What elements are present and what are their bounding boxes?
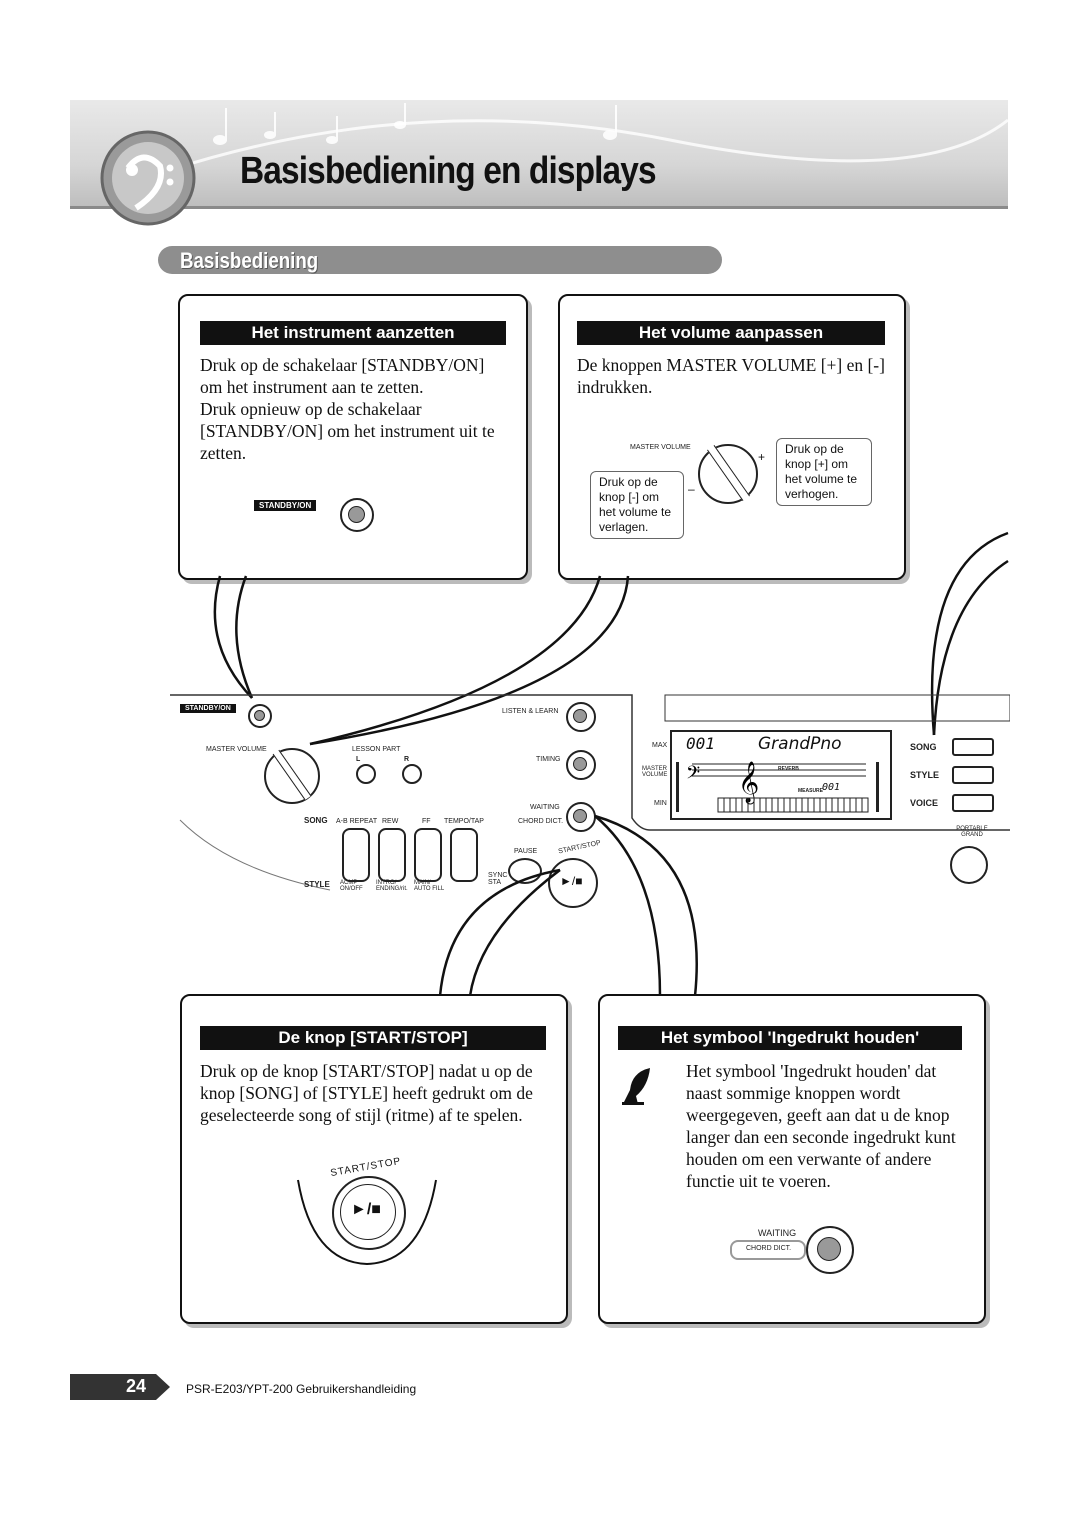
note-volume-up: Druk op de knop [+] om het volume te ver… <box>776 438 872 506</box>
timing-button[interactable] <box>566 750 596 780</box>
lcd-reverb: REVERB <box>778 766 799 772</box>
lesson-r-button[interactable] <box>402 764 422 784</box>
lesson-l-label: L <box>356 756 361 763</box>
tempo-tap-label: TEMPO/TAP <box>444 818 484 825</box>
timing-label: TIMING <box>536 756 561 763</box>
chord-dict-label: CHORD DICT. <box>518 818 564 825</box>
ff-button[interactable] <box>414 828 442 882</box>
standby-label: STANDBY/ON <box>254 500 317 511</box>
panel-style-label: STYLE <box>304 880 330 889</box>
panel-style-button-label: STYLE <box>910 770 940 780</box>
lcd-measure: MEASURE <box>798 788 824 794</box>
section-title: Basisbediening <box>180 248 319 273</box>
waiting-button[interactable] <box>566 802 596 832</box>
hold-waiting-label: WAITING <box>758 1228 797 1238</box>
note-volume-down: Druk op de knop [-] om het volume te ver… <box>590 471 684 539</box>
portable-grand-label: PORTABLE GRAND <box>956 826 988 838</box>
callout-start-stop-text: Druk op de knop [START/STOP] nadat u op … <box>200 1061 533 1125</box>
header-rule <box>70 206 1008 209</box>
acmp-label: ACMP ON/OFF <box>340 880 363 892</box>
lesson-r-label: R <box>404 756 410 763</box>
callout-volume-heading: Het volume aanpassen <box>577 321 885 345</box>
ab-repeat-button[interactable] <box>342 828 370 882</box>
callout-power-text-1: Druk op de schakelaar [STANDBY/ON] om he… <box>200 355 485 397</box>
panel-voice-button-label: VOICE <box>910 798 939 808</box>
lesson-l-button[interactable] <box>356 764 376 784</box>
page-number: 24 <box>126 1376 147 1396</box>
lcd-min-label: MIN <box>654 800 667 807</box>
callout-hold-heading: Het symbool 'Ingedrukt houden' <box>618 1026 962 1050</box>
footer-arrow <box>156 1374 170 1400</box>
svg-text:𝄞: 𝄞 <box>738 761 759 804</box>
footer-manual-title: PSR-E203/YPT-200 Gebruikershandleiding <box>186 1382 417 1396</box>
callout-power-heading: Het instrument aanzetten <box>200 321 506 345</box>
lcd-voice-name: GrandPno <box>758 734 842 754</box>
callout-power: Het instrument aanzetten Druk op de scha… <box>178 294 528 580</box>
hold-symbol-icon <box>622 1068 650 1105</box>
main-autofill-label: MAIN/ AUTO FILL <box>414 880 445 892</box>
section-bar <box>158 246 722 274</box>
listen-learn-button[interactable] <box>566 702 596 732</box>
rew-button[interactable] <box>378 828 406 882</box>
callout-bottom-pointers <box>438 814 698 997</box>
panel-start-stop-button[interactable]: ►/■ <box>548 858 598 908</box>
sync-start-label: SYNC STA <box>488 872 508 886</box>
callout-start-stop-heading: De knop [START/STOP] <box>200 1026 546 1050</box>
intro-ending-label: INTRO/ ENDING/rit. <box>376 880 408 892</box>
hold-chord-dict-label: CHORD DICT. <box>746 1245 792 1252</box>
volume-minus-sign: – <box>688 482 695 496</box>
start-stop-button[interactable]: ►/■ <box>332 1176 406 1250</box>
music-notes-decoration <box>169 103 1008 172</box>
panel-song-button-label: SONG <box>910 742 937 752</box>
page-title: Basisbediening en displays <box>240 150 657 192</box>
lcd-number: 001 <box>686 734 715 753</box>
lcd-measure-number: 001 <box>822 782 841 793</box>
listen-learn-label: LISTEN & LEARN <box>502 708 559 715</box>
waiting-label: WAITING <box>530 804 560 811</box>
panel-master-volume-knob[interactable] <box>264 748 320 804</box>
callout-volume: Het volume aanpassen De knoppen MASTER V… <box>558 294 906 580</box>
callout-hold-text: Het symbool 'Ingedrukt houden' dat naast… <box>686 1061 956 1191</box>
panel-standby-label: STANDBY/ON <box>180 704 236 713</box>
callout-hold-symbol: Het symbool 'Ingedrukt houden' Het symbo… <box>598 994 986 1324</box>
standby-button[interactable] <box>340 498 374 532</box>
callout-volume-text: De knoppen MASTER VOLUME [+] en [-] indr… <box>577 355 885 397</box>
svg-text:𝄢: 𝄢 <box>686 763 700 788</box>
panel-master-volume-label: MASTER VOLUME <box>206 746 267 753</box>
portable-grand-button[interactable] <box>950 846 988 884</box>
pause-label: PAUSE <box>514 848 538 855</box>
lcd-volume-label: MASTER VOLUME <box>642 766 668 778</box>
rew-label: REW <box>382 818 399 825</box>
lcd-max-label: MAX <box>652 742 668 749</box>
panel-song-button[interactable] <box>952 738 994 756</box>
panel-song-label: SONG <box>304 816 328 825</box>
lesson-part-label: LESSON PART <box>352 746 401 753</box>
panel-voice-button[interactable] <box>952 794 994 812</box>
ab-repeat-label: A-B REPEAT <box>336 818 378 825</box>
panel-standby-button[interactable] <box>248 704 272 728</box>
master-volume-knob[interactable] <box>698 444 758 504</box>
lcd-display: 001 GrandPno REVERB MEASURE 001 𝄢 𝄞 <box>670 730 892 820</box>
panel-style-button[interactable] <box>952 766 994 784</box>
hold-chord-dict-frame: CHORD DICT. <box>730 1240 806 1260</box>
callout-power-text-2: Druk opnieuw op de schakelaar [STANDBY/O… <box>200 399 495 463</box>
callout-power-pointer <box>213 575 254 699</box>
keyboard-panel: STANDBY/ON MASTER VOLUME LESSON PART L R… <box>170 690 1010 908</box>
bass-clef-icon <box>100 130 196 226</box>
callout-volume-pointer <box>309 575 630 746</box>
tempo-tap-button[interactable] <box>450 828 478 882</box>
hold-waiting-button[interactable] <box>806 1226 854 1274</box>
callout-start-stop: De knop [START/STOP] Druk op de knop [ST… <box>180 994 568 1324</box>
ff-label: FF <box>422 818 431 825</box>
master-volume-label: MASTER VOLUME <box>630 444 691 451</box>
volume-plus-sign: + <box>758 450 766 464</box>
footer-tab <box>70 1374 156 1400</box>
